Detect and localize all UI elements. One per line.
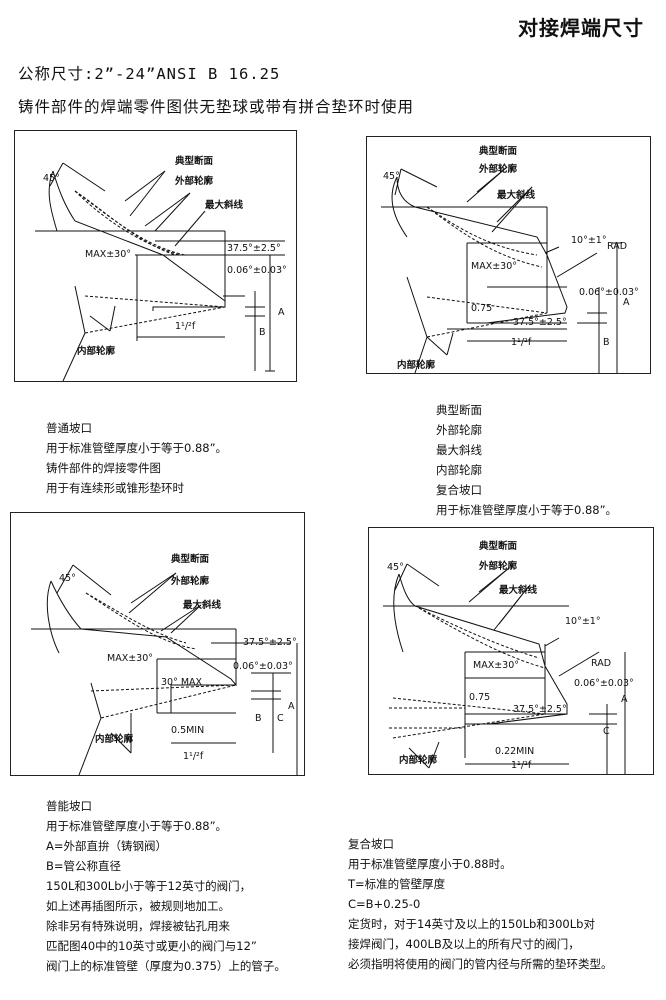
label-typical-section: 典型断面 [175, 156, 214, 167]
label-tol-006: 0.06°±0.03° [227, 265, 287, 276]
label-c: C [603, 726, 610, 737]
label-angle-375: 37.5°±2.5° [513, 704, 567, 715]
note-line: T=标准的管壁厚度 [348, 877, 446, 891]
label-angle-45: 45° [383, 171, 400, 182]
diagram-panel-backing-bevel: 典型断面 外部轮廓 最大斜线 45° 37.5°±2.5° MAX±30° 0.… [10, 512, 305, 776]
note-line: 150L和300Lb小于等于12英寸的阀门， [46, 879, 252, 893]
diagram-standard-bevel [35, 162, 285, 381]
label-outer-profile: 外部轮廓 [171, 576, 210, 587]
label-max30: MAX±30° [107, 653, 154, 664]
label-max-bevel: 最大斜线 [205, 200, 244, 211]
note-line: 复合坡口 [436, 483, 482, 497]
label-one-half-f: 1¹/²f [175, 321, 196, 332]
note-line: 如上述再插图所示，被规则地加工。 [46, 899, 230, 913]
notes-bottom-right: 复合坡口 用于标准管壁厚度小于0.88时。 T=标准的管壁厚度 C=B+0.25… [348, 834, 613, 974]
label-dim-075: 0.75 [471, 303, 493, 314]
note-line: 用于标准管壁厚度小于0.88时。 [348, 857, 512, 871]
label-outer-profile: 外部轮廓 [175, 176, 214, 187]
label-max-bevel: 最大斜线 [499, 585, 538, 596]
note-line: 必须指明将使用的阀门的管内径与所需的垫环类型。 [348, 957, 613, 971]
diagram-panel-compound-bevel: 典型断面 外部轮廓 最大斜线 45° 10°±1° RAD MAX±30° 0.… [366, 136, 651, 374]
note-line: 用于标准管壁厚度小于等于0.88”。 [46, 819, 228, 833]
label-c: C [277, 713, 284, 724]
label-tol-006: 0.06°±0.03° [574, 678, 634, 689]
label-typical-section: 典型断面 [171, 554, 210, 565]
label-outer-profile: 外部轮廓 [479, 561, 518, 572]
label-angle-375: 37.5°±2.5° [513, 317, 567, 328]
label-a: A [288, 701, 295, 712]
note-line: C=B+0.25-0 [348, 897, 421, 911]
note-line: 用于标准管壁厚度小于等于0.88”。 [436, 503, 618, 517]
diagram-backing-bevel [31, 564, 298, 775]
label-max-bevel: 最大斜线 [183, 600, 222, 611]
label-min-022: 0.22MIN [495, 746, 535, 757]
label-b: B [255, 713, 262, 724]
note-line: 接焊阀门，400LB及以上的所有尺寸的阀门， [348, 937, 580, 951]
label-max-bevel: 最大斜线 [497, 190, 536, 201]
label-max30: MAX±30° [85, 249, 132, 260]
label-inner-profile: 内部轮廓 [77, 346, 116, 357]
label-30-max: 30° MAX [161, 677, 203, 688]
note-line: 阀门上的标准管壁（厚度为0.375）上的管子。 [46, 959, 286, 973]
label-angle-45: 45° [43, 173, 60, 184]
note-line: 最大斜线 [436, 443, 482, 457]
label-a: A [621, 694, 628, 705]
label-tol-006: 0.06°±0.03° [233, 661, 293, 672]
label-angle-45: 45° [387, 562, 404, 573]
note-line: B=管公称直径 [46, 859, 122, 873]
label-angle-45: 45° [59, 573, 76, 584]
label-one-half-f: 1¹/²f [511, 337, 532, 348]
label-max30: MAX±30° [471, 261, 518, 272]
note-line: 匹配图40中的10英寸或更小的阀门与12” [46, 939, 257, 953]
nominal-size-heading: 公称尺寸:2”-24”ANSI B 16.25 [18, 65, 281, 83]
note-line: 普通坡口 [46, 421, 92, 435]
label-dim-075: 0.75 [469, 692, 491, 703]
note-line: 铸件部件的焊接零件图 [46, 461, 161, 475]
label-typical-section: 典型断面 [479, 146, 518, 157]
note-line: 复合坡口 [348, 837, 394, 851]
note-line: 用于标准管壁厚度小于等于0.88”。 [46, 441, 228, 455]
label-angle-375: 37.5°±2.5° [243, 637, 297, 648]
label-inner-profile: 内部轮廓 [397, 360, 436, 371]
label-max30: MAX±30° [473, 660, 520, 671]
label-a: A [623, 297, 630, 308]
note-line: 用于有连续形或锥形垫环时 [46, 481, 184, 495]
diagram-panel-compound-backing-bevel: 典型断面 外部轮廓 最大斜线 45° 10°±1° RAD MAX±30° 0.… [368, 527, 654, 775]
label-b: B [259, 327, 266, 338]
label-angle-10: 10°±1° [565, 616, 601, 627]
page-title: 对接焊端尺寸 [518, 16, 644, 40]
label-inner-profile: 内部轮廓 [95, 734, 134, 745]
note-line: 典型断面 [436, 403, 482, 417]
label-rad: RAD [591, 658, 612, 669]
label-rad: RAD [607, 241, 628, 252]
note-line: 定货时，对于14英寸及以上的150Lb和300Lb对 [348, 917, 595, 931]
diagram-compound-backing-bevel [383, 563, 626, 774]
label-one-half-f: 1¹/²f [183, 751, 204, 762]
label-a: A [278, 307, 285, 318]
label-typical-section: 典型断面 [479, 541, 518, 552]
note-line: 普能坡口 [46, 799, 92, 813]
label-b: B [603, 337, 610, 348]
note-line: 除非另有特殊说明，焊接被钻孔用来 [46, 919, 230, 933]
notes-top-left: 普通坡口 用于标准管壁厚度小于等于0.88”。 铸件部件的焊接零件图 用于有连续… [46, 418, 227, 498]
note-line: 外部轮廓 [436, 423, 482, 437]
label-tol-006: 0.06°±0.03° [579, 287, 639, 298]
notes-top-right: 典型断面 外部轮廓 最大斜线 内部轮廓 复合坡口 用于标准管壁厚度小于等于0.8… [436, 400, 617, 520]
label-angle-375: 37.5°±2.5° [227, 243, 281, 254]
label-one-half-f: 1¹/²f [511, 760, 532, 771]
note-line: A=外部直拚（铸钢阀） [46, 839, 168, 853]
diagram-panel-standard-bevel: 典型断面 外部轮廓 最大斜线 45° MAX±30° 37.5°±2.5° 0.… [14, 130, 297, 382]
note-line: 内部轮廓 [436, 463, 482, 477]
label-min-05: 0.5MIN [171, 725, 205, 736]
diagram-compound-bevel [381, 166, 622, 373]
label-inner-profile: 内部轮廓 [399, 755, 438, 766]
label-angle-10: 10°±1° [571, 235, 607, 246]
notes-bottom-left: 普能坡口 用于标准管壁厚度小于等于0.88”。 A=外部直拚（铸钢阀） B=管公… [46, 796, 286, 976]
subtitle: 铸件部件的焊端零件图供无垫球或带有拼合垫环时使用 [18, 98, 415, 116]
label-outer-profile: 外部轮廓 [479, 164, 518, 175]
